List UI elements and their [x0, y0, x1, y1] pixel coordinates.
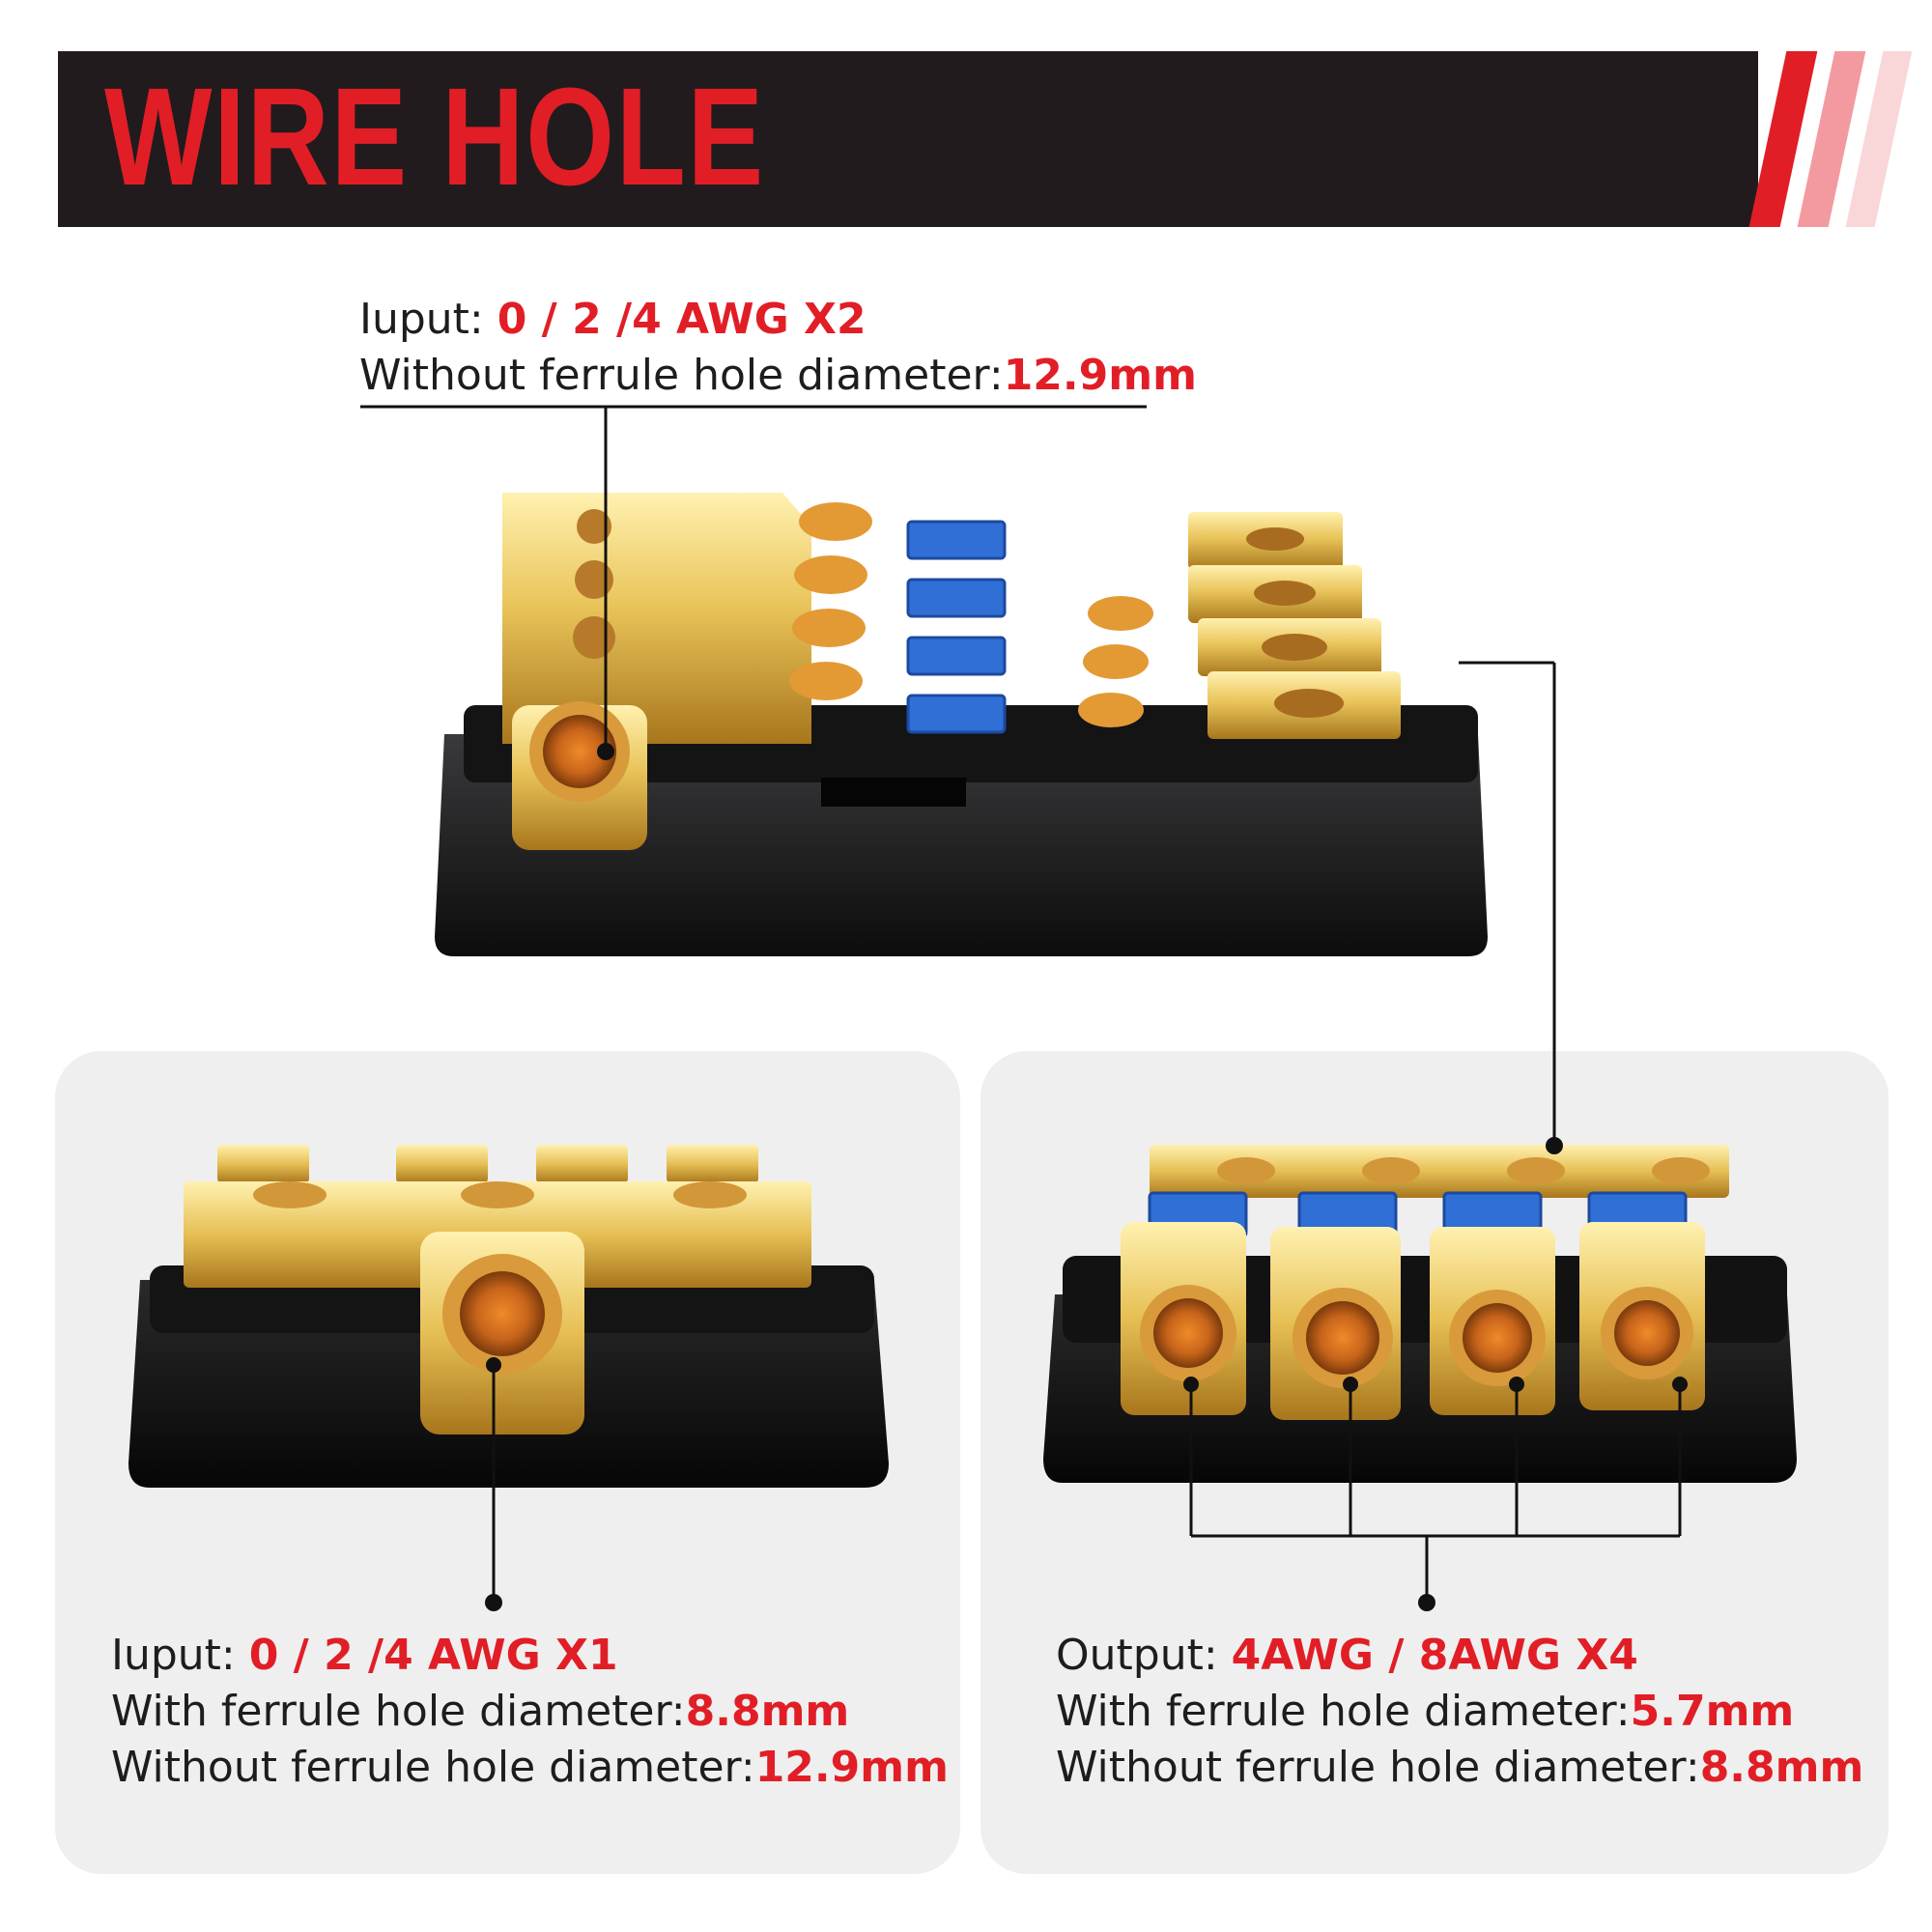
left-spec-ferrule-value: 8.8mm [685, 1687, 850, 1736]
top-spec-diameter-label: Without ferrule hole diameter: [359, 351, 1004, 400]
left-spec-line2: With ferrule hole diameter:8.8mm [111, 1684, 949, 1740]
right-spec-line3: Without ferrule hole diameter:8.8mm [1056, 1740, 1863, 1796]
left-spec-caption: Iuput: 0 / 2 /4 AWG X1 With ferrule hole… [111, 1628, 949, 1796]
product-photo-output-front [1043, 1140, 1802, 1488]
header-banner: WIRE HOLE [58, 51, 1758, 227]
right-spec-output-value: 4AWG / 8AWG X4 [1231, 1631, 1638, 1680]
right-spec-noferrule-label: Without ferrule hole diameter: [1056, 1743, 1700, 1792]
left-spec-noferrule-value: 12.9mm [754, 1743, 949, 1792]
left-spec-noferrule-label: Without ferrule hole diameter: [111, 1743, 755, 1792]
product-photo-input-front [121, 1135, 903, 1492]
left-spec-line1: Iuput: 0 / 2 /4 AWG X1 [111, 1628, 949, 1684]
top-spec-input-label: Iuput: [359, 295, 497, 344]
left-spec-input-label: Iuput: [111, 1631, 249, 1680]
right-spec-ferrule-value: 5.7mm [1630, 1687, 1795, 1736]
left-spec-line3: Without ferrule hole diameter:12.9mm [111, 1740, 949, 1796]
top-spec-caption: Iuput: 0 / 2 /4 AWG X2 Without ferrule h… [359, 292, 1197, 404]
right-spec-output-label: Output: [1056, 1631, 1232, 1680]
left-spec-input-value: 0 / 2 /4 AWG X1 [248, 1631, 618, 1680]
top-spec-input-value: 0 / 2 /4 AWG X2 [497, 295, 867, 344]
left-spec-ferrule-label: With ferrule hole diameter: [111, 1687, 686, 1736]
right-spec-line1: Output: 4AWG / 8AWG X4 [1056, 1628, 1863, 1684]
right-spec-noferrule-value: 8.8mm [1699, 1743, 1864, 1792]
right-spec-caption: Output: 4AWG / 8AWG X4 With ferrule hole… [1056, 1628, 1863, 1796]
top-spec-line2: Without ferrule hole diameter:12.9mm [359, 348, 1197, 404]
product-photo-angled [425, 483, 1497, 966]
right-spec-ferrule-label: With ferrule hole diameter: [1056, 1687, 1631, 1736]
right-spec-line2: With ferrule hole diameter:5.7mm [1056, 1684, 1863, 1740]
banner-title: WIRE HOLE [104, 59, 765, 214]
top-spec-diameter-value: 12.9mm [1003, 351, 1197, 400]
top-spec-line1: Iuput: 0 / 2 /4 AWG X2 [359, 292, 1197, 348]
